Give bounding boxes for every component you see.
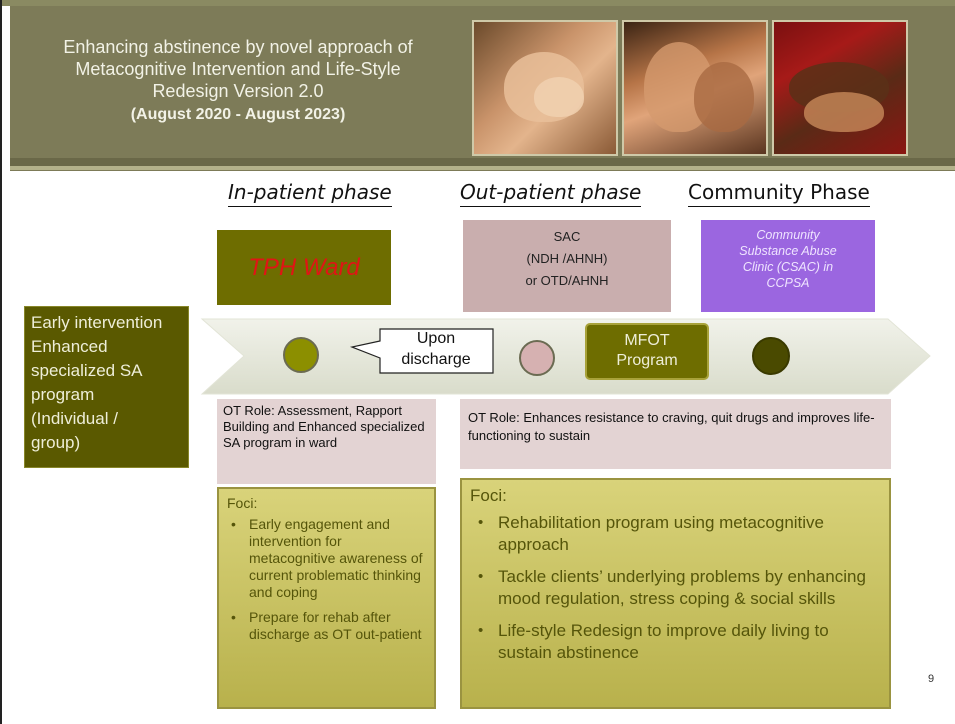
outpatient-foci-box: Foci: Rehabilitation program using metac… xyxy=(460,478,891,709)
tph-ward-box: TPH Ward xyxy=(217,230,391,305)
hands-photo-3 xyxy=(772,20,908,156)
hands-photo-1 xyxy=(472,20,618,156)
csac-line-4: CCPSA xyxy=(766,276,810,290)
header-banner: Enhancing abstinence by novel approach o… xyxy=(10,6,955,171)
csac-line-2: Substance Abuse xyxy=(739,244,837,258)
early-line-5: (Individual / xyxy=(31,409,118,428)
phase-community-heading: Community Phase xyxy=(688,180,870,207)
phase-inpatient-heading: In-patient phase xyxy=(228,180,392,207)
callout-line-1: Upon xyxy=(416,330,456,347)
list-item: Early engagement and intervention for me… xyxy=(227,516,426,601)
phase-outpatient-heading: Out-patient phase xyxy=(460,180,642,207)
sac-box: SAC (NDH /AHNH) or OTD/AHNH xyxy=(463,220,671,312)
list-item: Tackle clients’ underlying problems by e… xyxy=(470,566,881,610)
callout-line-2: discharge xyxy=(401,351,471,368)
inpatient-foci-box: Foci: Early engagement and intervention … xyxy=(217,487,436,709)
early-line-2: Enhanced xyxy=(31,337,108,356)
slide-title: Enhancing abstinence by novel approach o… xyxy=(38,36,438,126)
early-line-4: program xyxy=(31,385,95,404)
title-line-2: Metacognitive Intervention and Life-Styl… xyxy=(75,59,401,79)
inpatient-ot-role: OT Role: Assessment, Rapport Building an… xyxy=(217,399,436,484)
list-item: Rehabilitation program using metacogniti… xyxy=(470,512,881,556)
foci-label-outpatient: Foci: xyxy=(470,486,507,505)
olive-circle-icon xyxy=(283,337,319,373)
sac-line-2: (NDH /AHNH) xyxy=(526,251,608,266)
tph-ward-label: TPH Ward xyxy=(248,253,360,281)
early-intervention-box: Early intervention Enhanced specialized … xyxy=(24,306,189,468)
sac-line-3: or OTD/AHNH xyxy=(525,273,609,288)
title-dates: (August 2020 - August 2023) xyxy=(130,106,346,123)
csac-line-3: Clinic (CSAC) in xyxy=(742,260,834,274)
dark-olive-circle-icon xyxy=(752,337,790,375)
page-number: 9 xyxy=(928,673,935,685)
top-border xyxy=(2,0,955,6)
upon-discharge-text: Upon discharge xyxy=(381,328,491,370)
list-item: Life-style Redesign to improve daily liv… xyxy=(470,620,881,664)
title-line-1: Enhancing abstinence by novel approach o… xyxy=(63,37,413,57)
early-line-6: group) xyxy=(31,433,81,452)
early-line-3: specialized SA xyxy=(31,361,143,380)
mfot-line-2: Program xyxy=(616,352,678,369)
mfot-line-1: MFOT xyxy=(624,332,670,349)
title-line-3: Redesign Version 2.0 xyxy=(152,81,324,101)
csac-line-1: Community xyxy=(756,228,820,242)
header-divider xyxy=(10,158,955,166)
foci-label-inpatient: Foci: xyxy=(227,495,258,511)
header-divider-light xyxy=(10,166,955,170)
sac-line-1: SAC xyxy=(553,229,581,244)
list-item: Prepare for rehab after discharge as OT … xyxy=(227,609,426,643)
upon-discharge-callout xyxy=(349,328,494,374)
mfot-program-box: MFOT Program xyxy=(585,323,709,380)
early-line-1: Early intervention xyxy=(31,313,163,332)
hands-photo-2 xyxy=(622,20,768,156)
outpatient-foci-list: Rehabilitation program using metacogniti… xyxy=(470,512,881,664)
pink-circle-icon xyxy=(519,340,555,376)
inpatient-foci-list: Early engagement and intervention for me… xyxy=(227,516,426,643)
outpatient-ot-role: OT Role: Enhances resistance to craving,… xyxy=(460,399,891,469)
csac-box: Community Substance Abuse Clinic (CSAC) … xyxy=(701,220,875,312)
